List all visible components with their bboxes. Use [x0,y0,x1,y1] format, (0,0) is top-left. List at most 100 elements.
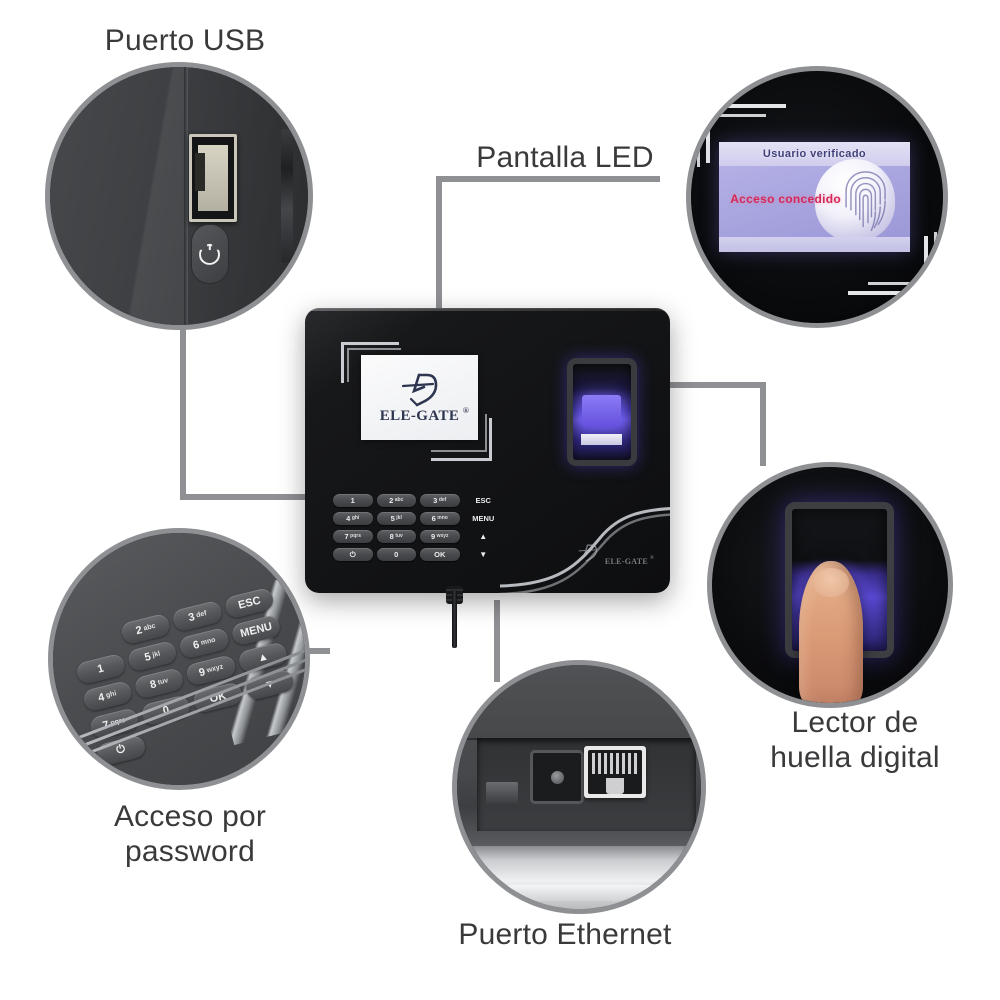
device-key-power[interactable]: ⏻ [333,548,373,561]
ele-gate-logo-mark [401,373,437,406]
key-label: MENU [472,513,495,523]
callout-bubble-usb [45,62,313,330]
key-label: 6 [431,513,436,523]
key-sublabel: wxyz [436,533,449,539]
key-sublabel: wxyz [205,663,224,675]
leader-line-led-horizontal [436,176,660,182]
led-fingerprint-graphic [814,159,895,242]
device-key-0[interactable]: 0 [376,548,416,561]
bracket-top-left-inner [697,113,766,168]
device-cable [452,590,457,648]
leader-line-fingerprint-vertical [760,382,766,466]
key-label: 4 [346,513,351,523]
usb-device-edge [184,67,189,325]
key-label: ESC [475,495,491,505]
key-sublabel: mno [437,515,448,521]
device-rear-top-surface [457,665,701,741]
led-display-panel: Usuario verificado [718,141,911,253]
device-fingerprint-sensor[interactable] [567,358,637,466]
key-label: 3 [186,610,196,624]
led-status-text: Usuario verificado [762,147,867,160]
leader-line-usb-vertical [180,300,186,500]
base-plate-band [491,884,667,902]
device-key-ok[interactable]: OK [420,548,460,561]
key-menu[interactable]: MENU [229,613,283,647]
key-sublabel: def [438,497,447,503]
screen-bracket-top-left [341,342,399,383]
key-label: 7 [344,531,349,541]
key-sublabel: jkl [151,650,161,660]
screen-bracket-top-left-inner [347,348,401,382]
fingerprint-sensor-band [581,434,622,445]
device-key-1[interactable]: 1 [333,494,373,507]
callout-bubble-led-screen: Usuario verificado [686,66,948,328]
power-button[interactable] [190,224,229,285]
power-icon: ⏻ [349,549,356,559]
finger-on-sensor [799,561,864,703]
key-label: 6 [191,638,201,652]
brand-text: ELE-GATE [604,557,648,566]
key-label: 1 [96,662,105,676]
key-1[interactable] [68,625,120,658]
ele-gate-logo-mark-small [578,544,598,562]
screen-bracket-bottom-right-inner [431,414,487,452]
key-sublabel: abc [394,497,404,503]
key-label: ESC [236,594,262,612]
leader-line-fingerprint-horizontal [640,382,766,388]
device-accent-swoosh [500,468,670,593]
key-sublabel: ghi [105,690,118,700]
key-sublabel: ghi [351,515,360,521]
rj45-pins [592,753,638,775]
device-key-up[interactable]: ▲ [464,530,504,543]
key-label: 8 [148,678,158,692]
callout-bubble-fingerprint-reader [707,462,953,708]
device-key-menu[interactable]: MENU [464,512,504,525]
device-key-esc[interactable]: ESC [464,494,504,507]
device-key-down[interactable]: ▼ [464,548,504,561]
leader-line-led-vertical [436,176,442,362]
device-base-plate [457,845,701,909]
device-led-screen[interactable]: ELE-GATE® [361,355,478,440]
led-bottom-bar [718,236,911,253]
trademark-symbol: ® [462,405,470,415]
key-label: MENU [238,620,274,640]
key-label: 0 [394,549,399,559]
device-body-logo: ELE-GATE® [576,543,654,569]
arrow-up-icon: ▲ [479,531,488,541]
dc-power-jack-icon [530,750,585,805]
key-sublabel: pqrs [350,533,361,539]
brand-text: ELE-GATE [379,407,460,424]
usb-a-port-icon [189,134,238,223]
leader-line-usb-horizontal [180,494,308,500]
fingerprint-sensor-window [582,394,621,428]
key-1[interactable]: 1 [74,652,127,686]
key-label: 2 [134,623,144,638]
leader-line-ethernet-vertical [494,600,500,682]
trademark-symbol: ® [649,556,654,561]
rj45-ethernet-jack-icon [583,745,646,798]
caption-puerto-usb: Puerto USB [104,24,266,57]
caption-puerto-ethernet: Puerto Ethernet [458,918,672,951]
rj45-notch [606,777,624,794]
key-sublabel: abc [142,622,157,633]
caption-pantalla-led: Pantalla LED [476,141,654,174]
